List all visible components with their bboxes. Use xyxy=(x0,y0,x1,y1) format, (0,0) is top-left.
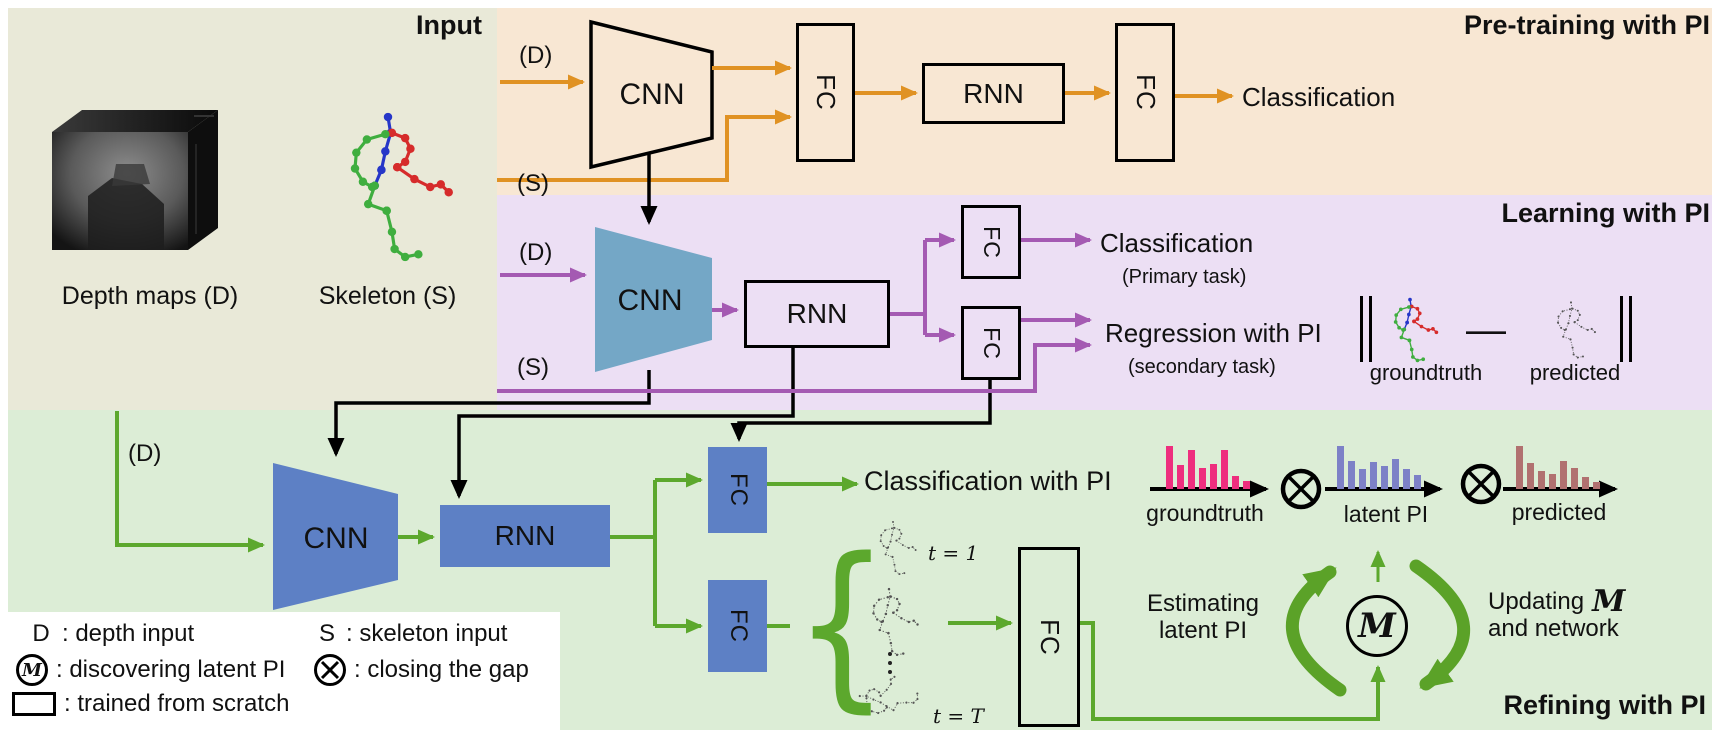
groundtruth-bar-chart xyxy=(1166,445,1250,489)
skeleton-caption: Skeleton (S) xyxy=(318,282,457,310)
pretraining-s-label: (S) xyxy=(517,170,549,197)
norm-groundtruth-label: groundtruth xyxy=(1369,360,1483,385)
refining-d-label: (D) xyxy=(128,440,162,467)
refining-fc-right-label: FC xyxy=(1034,618,1065,656)
learning-title: Learning with PI xyxy=(1501,198,1710,228)
norm-bar-icon xyxy=(1629,296,1632,362)
skeleton-image xyxy=(350,112,453,262)
brace-icon: { xyxy=(794,520,890,730)
pretraining-fc-in-box: FC xyxy=(796,23,855,162)
m-script-symbol: M xyxy=(1592,584,1626,619)
refining-classification-label: Classification with PI xyxy=(864,466,1112,496)
pretraining-rnn-box: RNN xyxy=(922,63,1065,124)
chart-groundtruth-label: groundtruth xyxy=(1146,500,1264,526)
skeleton-groundtruth-icon xyxy=(1393,297,1439,363)
refining-title: Refining with PI xyxy=(1503,690,1707,720)
norm-bar-icon xyxy=(1360,296,1363,362)
depth-cube-image xyxy=(52,110,218,250)
refining-cnn-label: CNN xyxy=(303,522,369,555)
t-first-label: t = 1 xyxy=(928,541,979,565)
skeleton-frame-icon xyxy=(872,587,919,657)
legend-s-symbol: S xyxy=(318,620,335,647)
chart-predicted-label: predicted xyxy=(1511,499,1607,525)
refining-fc-top-label: FC xyxy=(724,473,752,507)
t-last-label: t = T xyxy=(933,704,984,728)
pretraining-d-label: (D) xyxy=(519,42,553,69)
legend-d-symbol: D xyxy=(32,620,50,647)
learning-fc-top-box: FC xyxy=(961,205,1021,279)
pretraining-cnn-label: CNN xyxy=(619,78,685,111)
learning-fc-bottom-box: FC xyxy=(961,306,1021,380)
pretraining-classification-label: Classification xyxy=(1242,82,1396,112)
legend-m-icon: M xyxy=(16,654,48,686)
learning-primary-task-label: (Primary task) xyxy=(1122,266,1247,288)
pretraining-title: Pre-training with PI xyxy=(1463,10,1710,40)
learning-fc-bottom-label: FC xyxy=(978,326,1005,360)
legend-otimes-icon xyxy=(314,654,346,686)
pretraining-fc-out-label: FC xyxy=(1130,74,1161,111)
norm-predicted-label: predicted xyxy=(1529,360,1621,385)
learning-s-label: (S) xyxy=(517,354,549,381)
learning-cnn-label: CNN xyxy=(617,284,683,317)
estimating-label: Estimating latent PI xyxy=(1146,590,1260,644)
latent-pi-bar-chart xyxy=(1337,445,1421,489)
refining-fc-right-box: FC xyxy=(1018,547,1080,727)
learning-rnn-label: RNN xyxy=(786,298,848,329)
input-title: Input xyxy=(416,10,482,40)
learning-classification-label: Classification xyxy=(1100,228,1254,258)
legend-scratch-item: : trained from scratch xyxy=(12,690,289,718)
learning-cnn-shape xyxy=(595,227,712,372)
pretraining-fc-in-label: FC xyxy=(810,74,841,111)
skeleton-frame-icon xyxy=(858,675,919,715)
skeleton-predicted-icon xyxy=(1556,301,1596,359)
pretraining-fc-out-box: FC xyxy=(1115,23,1175,162)
legend-box-icon xyxy=(12,692,56,716)
learning-fc-top-label: FC xyxy=(978,225,1005,259)
legend-skeleton-item: S : skeleton input xyxy=(316,620,507,648)
minus-operator: — xyxy=(1466,308,1506,352)
refining-rnn-box: RNN xyxy=(440,505,610,567)
learning-regression-label: Regression with PI xyxy=(1105,318,1322,348)
legend-panel: D : depth input S : skeleton input M : d… xyxy=(0,612,560,738)
chart-latent-pi-label: latent PI xyxy=(1343,501,1429,527)
predicted-bar-chart xyxy=(1516,445,1600,489)
updating-label: Updating M and network xyxy=(1488,584,1626,643)
vertical-ellipsis-icon xyxy=(888,652,892,674)
legend-depth-item: D : depth input xyxy=(28,620,194,648)
refining-fc-top-box: FC xyxy=(708,447,767,533)
skeleton-frame-icon xyxy=(879,520,917,576)
pretraining-rnn-label: RNN xyxy=(963,77,1024,109)
legend-closing-gap-item: : closing the gap xyxy=(314,654,529,686)
learning-d-label: (D) xyxy=(519,239,553,266)
norm-bar-icon xyxy=(1369,296,1372,362)
refining-rnn-label: RNN xyxy=(494,520,556,551)
depth-maps-caption: Depth maps (D) xyxy=(61,282,239,310)
m-script-symbol: M xyxy=(1358,606,1396,646)
legend-latent-pi-item: M : discovering latent PI xyxy=(16,654,285,686)
m-circle: M xyxy=(1346,595,1408,657)
learning-secondary-task-label: (secondary task) xyxy=(1128,356,1276,378)
refining-cnn-shape xyxy=(273,463,398,610)
learning-rnn-box: RNN xyxy=(744,280,890,348)
refining-fc-bottom-label: FC xyxy=(724,609,752,643)
norm-bar-icon xyxy=(1620,296,1623,362)
refining-fc-bottom-box: FC xyxy=(708,580,767,672)
